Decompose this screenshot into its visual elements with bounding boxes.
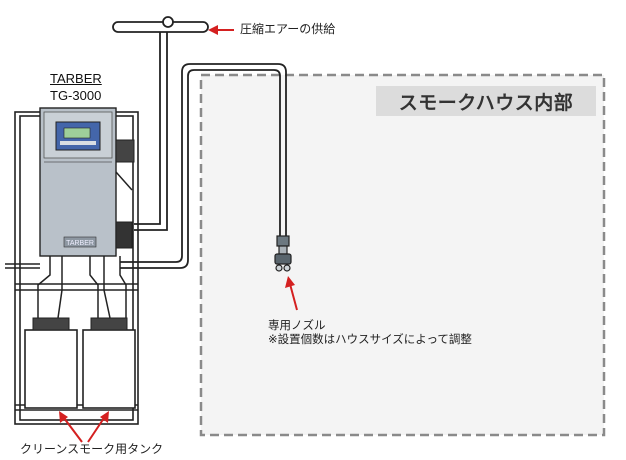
tank-lines — [37, 256, 127, 319]
air-header-pipe — [112, 16, 209, 231]
smokehouse-area — [199, 73, 606, 437]
tank-right — [82, 329, 136, 409]
nozzle — [274, 235, 292, 272]
nozzle-note: ※設置個数はハウスサイズによって調整 — [268, 332, 472, 347]
nozzle-title: 専用ノズル — [268, 318, 326, 332]
panel-display — [63, 127, 91, 139]
panel-logo: TARBER — [66, 240, 94, 247]
pointer-arrows — [59, 25, 298, 443]
smoke-tanks — [24, 317, 136, 409]
brand-name: TARBER — [50, 71, 102, 86]
tanks-label: クリーンスモーク用タンク — [20, 442, 164, 456]
model-number: TG-3000 — [50, 88, 102, 103]
tank-arrow-left — [63, 417, 83, 443]
nozzle-label: 専用ノズル ※設置個数はハウスサイズによって調整 — [268, 318, 472, 347]
generator-cabinet: TARBER — [39, 107, 135, 257]
tank-left — [24, 329, 78, 409]
nozzle-arrow — [289, 283, 298, 311]
tank-arrow-right — [87, 417, 105, 443]
model-label: TARBER TG-3000 — [50, 70, 122, 104]
smoke-pipe — [120, 63, 287, 269]
panel-logo-plate — [63, 236, 97, 248]
smokehouse-interior-label: スモークハウス内部 — [376, 86, 596, 116]
air-supply-label: 圧縮エアーの供給 — [240, 22, 336, 36]
